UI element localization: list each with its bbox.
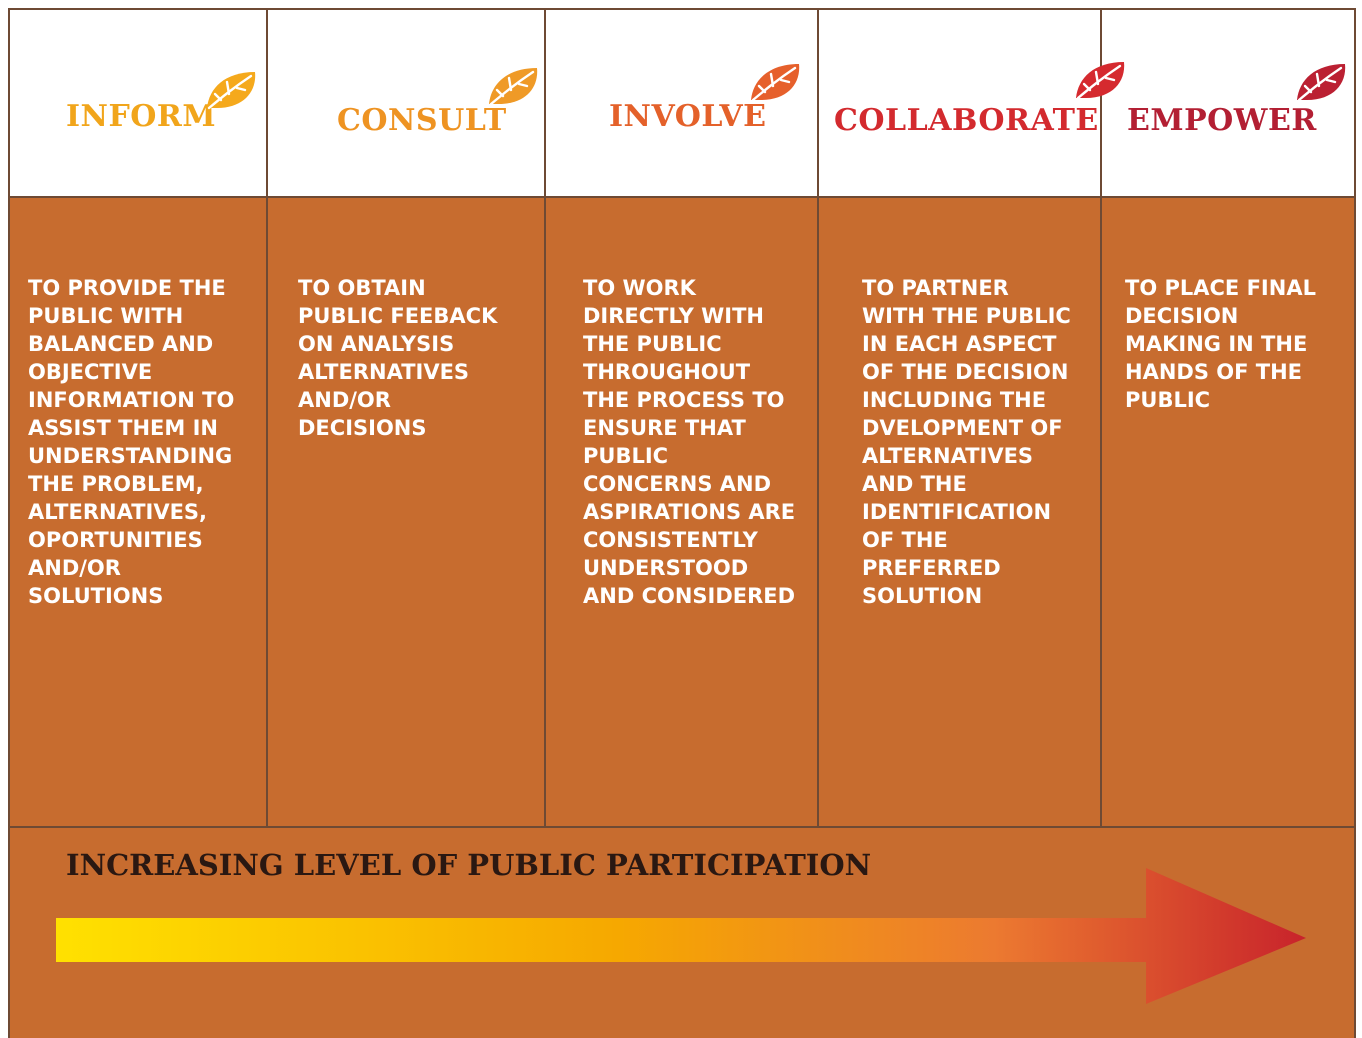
participation-spectrum: INFORM CONSULT INVOLVE COLLABORATE EMPOW… bbox=[8, 8, 1356, 1038]
column-title-involve: INVOLVE bbox=[609, 99, 767, 134]
leaf-icon bbox=[207, 72, 256, 110]
column-divider bbox=[1100, 10, 1102, 826]
column-header-inform: INFORM bbox=[10, 10, 267, 196]
header-divider bbox=[10, 196, 1354, 198]
footer-divider bbox=[10, 826, 1354, 828]
leaf-icon bbox=[1297, 64, 1346, 102]
leaf-icon bbox=[1076, 62, 1125, 100]
column-header-collaborate: COLLABORATE bbox=[818, 10, 1125, 196]
column-description-consult: TO OBTAIN PUBLIC FEEBACK ON ANALYSIS ALT… bbox=[298, 276, 498, 440]
column-title-collaborate: COLLABORATE bbox=[834, 103, 1099, 138]
column-description-inform: TO PROVIDE THE PUBLIC WITH BALANCED AND … bbox=[28, 276, 235, 608]
column-header-involve: INVOLVE bbox=[545, 10, 818, 196]
column-divider bbox=[266, 10, 268, 826]
leaf-icon bbox=[751, 64, 800, 102]
column-description-empower: TO PLACE FINAL DECISION MAKING IN THE HA… bbox=[1125, 276, 1316, 412]
column-divider bbox=[817, 10, 819, 826]
participation-level-title: INCREASING LEVEL OF PUBLIC PARTICIPATION bbox=[66, 848, 872, 882]
column-title-consult: CONSULT bbox=[337, 103, 507, 138]
column-header-consult: CONSULT bbox=[267, 10, 545, 196]
column-title-empower: EMPOWER bbox=[1127, 103, 1317, 138]
leaf-icon bbox=[489, 68, 538, 106]
column-title-inform: INFORM bbox=[66, 99, 217, 134]
column-description-involve: TO WORK DIRECTLY WITH THE PUBLIC THROUGH… bbox=[583, 276, 796, 608]
column-divider bbox=[544, 10, 546, 826]
column-description-collaborate: TO PARTNER WITH THE PUBLIC IN EACH ASPEC… bbox=[862, 276, 1071, 608]
column-header-empower: EMPOWER bbox=[1101, 10, 1354, 196]
gradient-arrow-icon bbox=[56, 868, 1306, 1004]
